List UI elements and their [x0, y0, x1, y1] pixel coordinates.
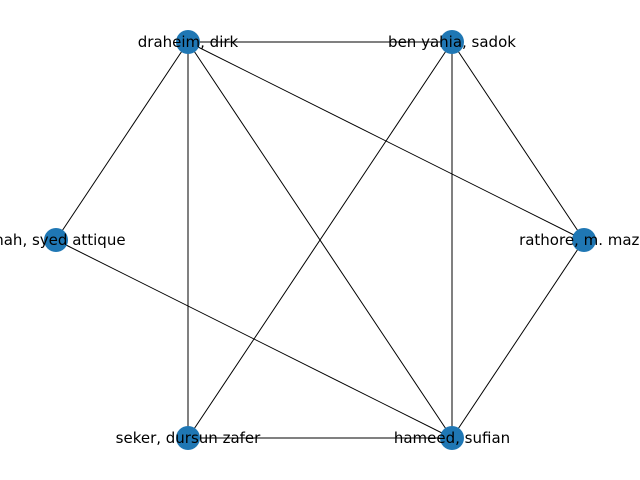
node-rathore [572, 228, 596, 252]
node-hameed [440, 426, 464, 450]
nodes-layer [44, 30, 596, 450]
node-label-shah: shah, syed attique [0, 231, 126, 249]
node-seker [176, 426, 200, 450]
edge-benyahia-seker [187, 41, 453, 439]
node-draheim [176, 30, 200, 54]
node-benyahia [440, 30, 464, 54]
labels-layer: draheim, dirk ben yahia, sadok rathore, m.… [0, 33, 640, 447]
node-label-benyahia: ben yahia, sadok [388, 33, 516, 51]
edge-benyahia-rathore [451, 41, 585, 241]
node-label-seker: seker, dursun zafer [116, 429, 261, 447]
edge-hameed-shah [55, 239, 453, 439]
node-shah [44, 228, 68, 252]
node-label-rathore: rathore, m. mazh [519, 231, 640, 249]
node-label-draheim: draheim, dirk [138, 33, 239, 51]
edge-draheim-shah [55, 41, 189, 241]
edge-rathore-hameed [451, 239, 585, 439]
node-label-hameed: hameed, sufian [394, 429, 510, 447]
edges-layer [55, 41, 585, 439]
